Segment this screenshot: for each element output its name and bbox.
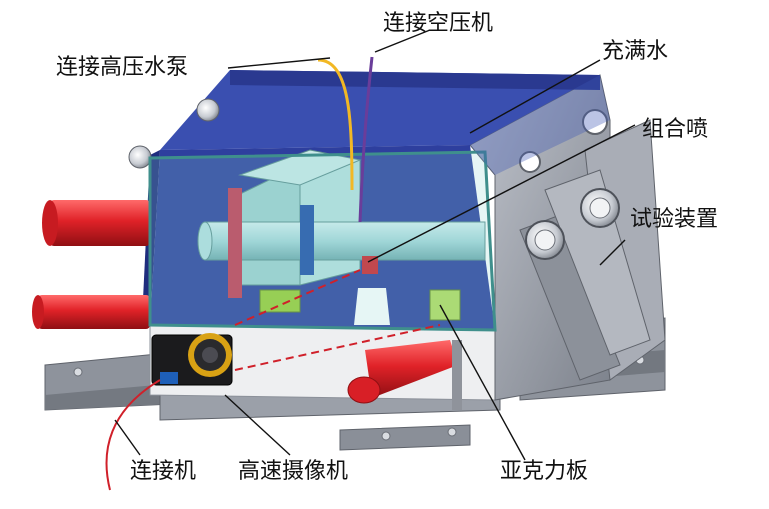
leader-lines <box>114 29 636 461</box>
support-frame <box>469 74 666 401</box>
red-cylinders <box>32 200 150 329</box>
yellow-hose <box>317 58 354 191</box>
acrylic-panel <box>148 75 610 332</box>
computer-cable <box>105 379 161 491</box>
high-speed-camera-body <box>151 333 233 386</box>
front-light <box>347 340 462 410</box>
label-acrylic-plate: 亚克力板 <box>500 459 589 484</box>
label-high-speed-camera: 高速摄像机 <box>238 459 349 484</box>
purple-hose <box>358 56 374 223</box>
label-combined-nozzle: 组合喷 <box>642 117 709 142</box>
label-filled-water: 充满水 <box>602 39 669 64</box>
label-connect-computer: 连接机 <box>130 459 197 484</box>
label-test-device: 试验装置 <box>630 207 719 232</box>
label-air-compressor: 连接空压机 <box>383 11 494 36</box>
label-high-pressure-pump: 连接高压水泵 <box>56 55 189 80</box>
